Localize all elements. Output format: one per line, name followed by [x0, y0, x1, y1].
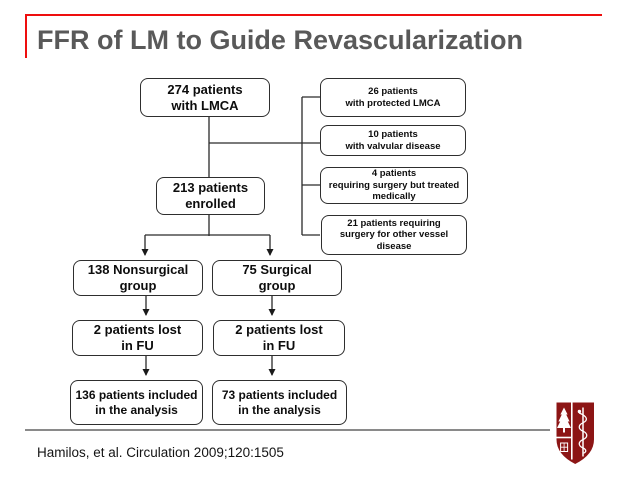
flow-box-text: 136 patients included	[75, 387, 198, 402]
flow-box-text: 73 patients included	[221, 387, 338, 402]
flow-box-text: with protected LMCA	[345, 97, 441, 109]
flow-box-26-protected-lmca: 26 patients with protected LMCA	[320, 78, 466, 117]
flow-box-213-enrolled: 213 patients enrolled	[156, 177, 265, 215]
flow-box-text: 213 patients	[172, 180, 249, 196]
stanford-medicine-shield-icon	[556, 402, 594, 464]
flow-box-text: 2 patients lost	[235, 322, 323, 338]
flow-box-21-other-vessel-disease: 21 patients requiring surgery for other …	[321, 215, 467, 255]
left-accent-line	[25, 14, 27, 58]
flow-box-text: 10 patients	[368, 129, 418, 141]
flow-box-text: medically	[372, 191, 416, 203]
flow-box-138-nonsurgical-group: 138 Nonsurgical group	[73, 260, 203, 296]
flow-box-text: 21 patients requiring	[347, 217, 441, 229]
flow-box-73-analysis: 73 patients included in the analysis	[212, 380, 347, 425]
flow-box-text: disease	[376, 240, 412, 252]
flow-box-text: group	[119, 278, 157, 293]
flow-box-2-lost-fu-surgical: 2 patients lost in FU	[213, 320, 345, 356]
flow-box-text: 138 Nonsurgical	[87, 262, 189, 278]
flow-box-4-treated-medically: 4 patients requiring surgery but treated…	[320, 167, 468, 204]
flow-box-274-with-lmca: 274 patients with LMCA	[140, 78, 270, 117]
flow-box-75-surgical-group: 75 Surgical group	[212, 260, 342, 296]
footer-divider-line	[25, 429, 550, 431]
flow-box-text: 75 Surgical	[242, 262, 312, 278]
flow-box-text: enrolled	[185, 196, 236, 211]
flow-box-text: in the analysis	[95, 402, 178, 417]
flow-box-10-valvular-disease: 10 patients with valvular disease	[320, 125, 466, 156]
flow-box-text: 274 patients	[167, 81, 243, 97]
flow-box-136-analysis: 136 patients included in the analysis	[70, 380, 203, 425]
flow-box-text: surgery for other vessel	[339, 229, 449, 241]
flow-box-text: with valvular disease	[345, 140, 441, 152]
flow-box-text: in the analysis	[238, 402, 321, 417]
top-accent-line	[25, 14, 602, 16]
flow-box-2-lost-fu-nonsurgical: 2 patients lost in FU	[72, 320, 203, 356]
flow-box-text: 4 patients	[371, 168, 417, 180]
flow-box-text: with LMCA	[171, 97, 239, 113]
flow-box-text: 2 patients lost	[93, 322, 182, 338]
flow-box-text: in FU	[262, 338, 296, 353]
flow-box-text: requiring surgery but treated	[328, 179, 460, 191]
flow-box-text: in FU	[121, 338, 154, 353]
slide-title: FFR of LM to Guide Revascularization	[37, 25, 524, 55]
flow-box-text: 26 patients	[368, 86, 418, 98]
citation-text: Hamilos, et al. Circulation 2009;120:150…	[37, 445, 284, 460]
flow-box-text: group	[258, 278, 296, 293]
